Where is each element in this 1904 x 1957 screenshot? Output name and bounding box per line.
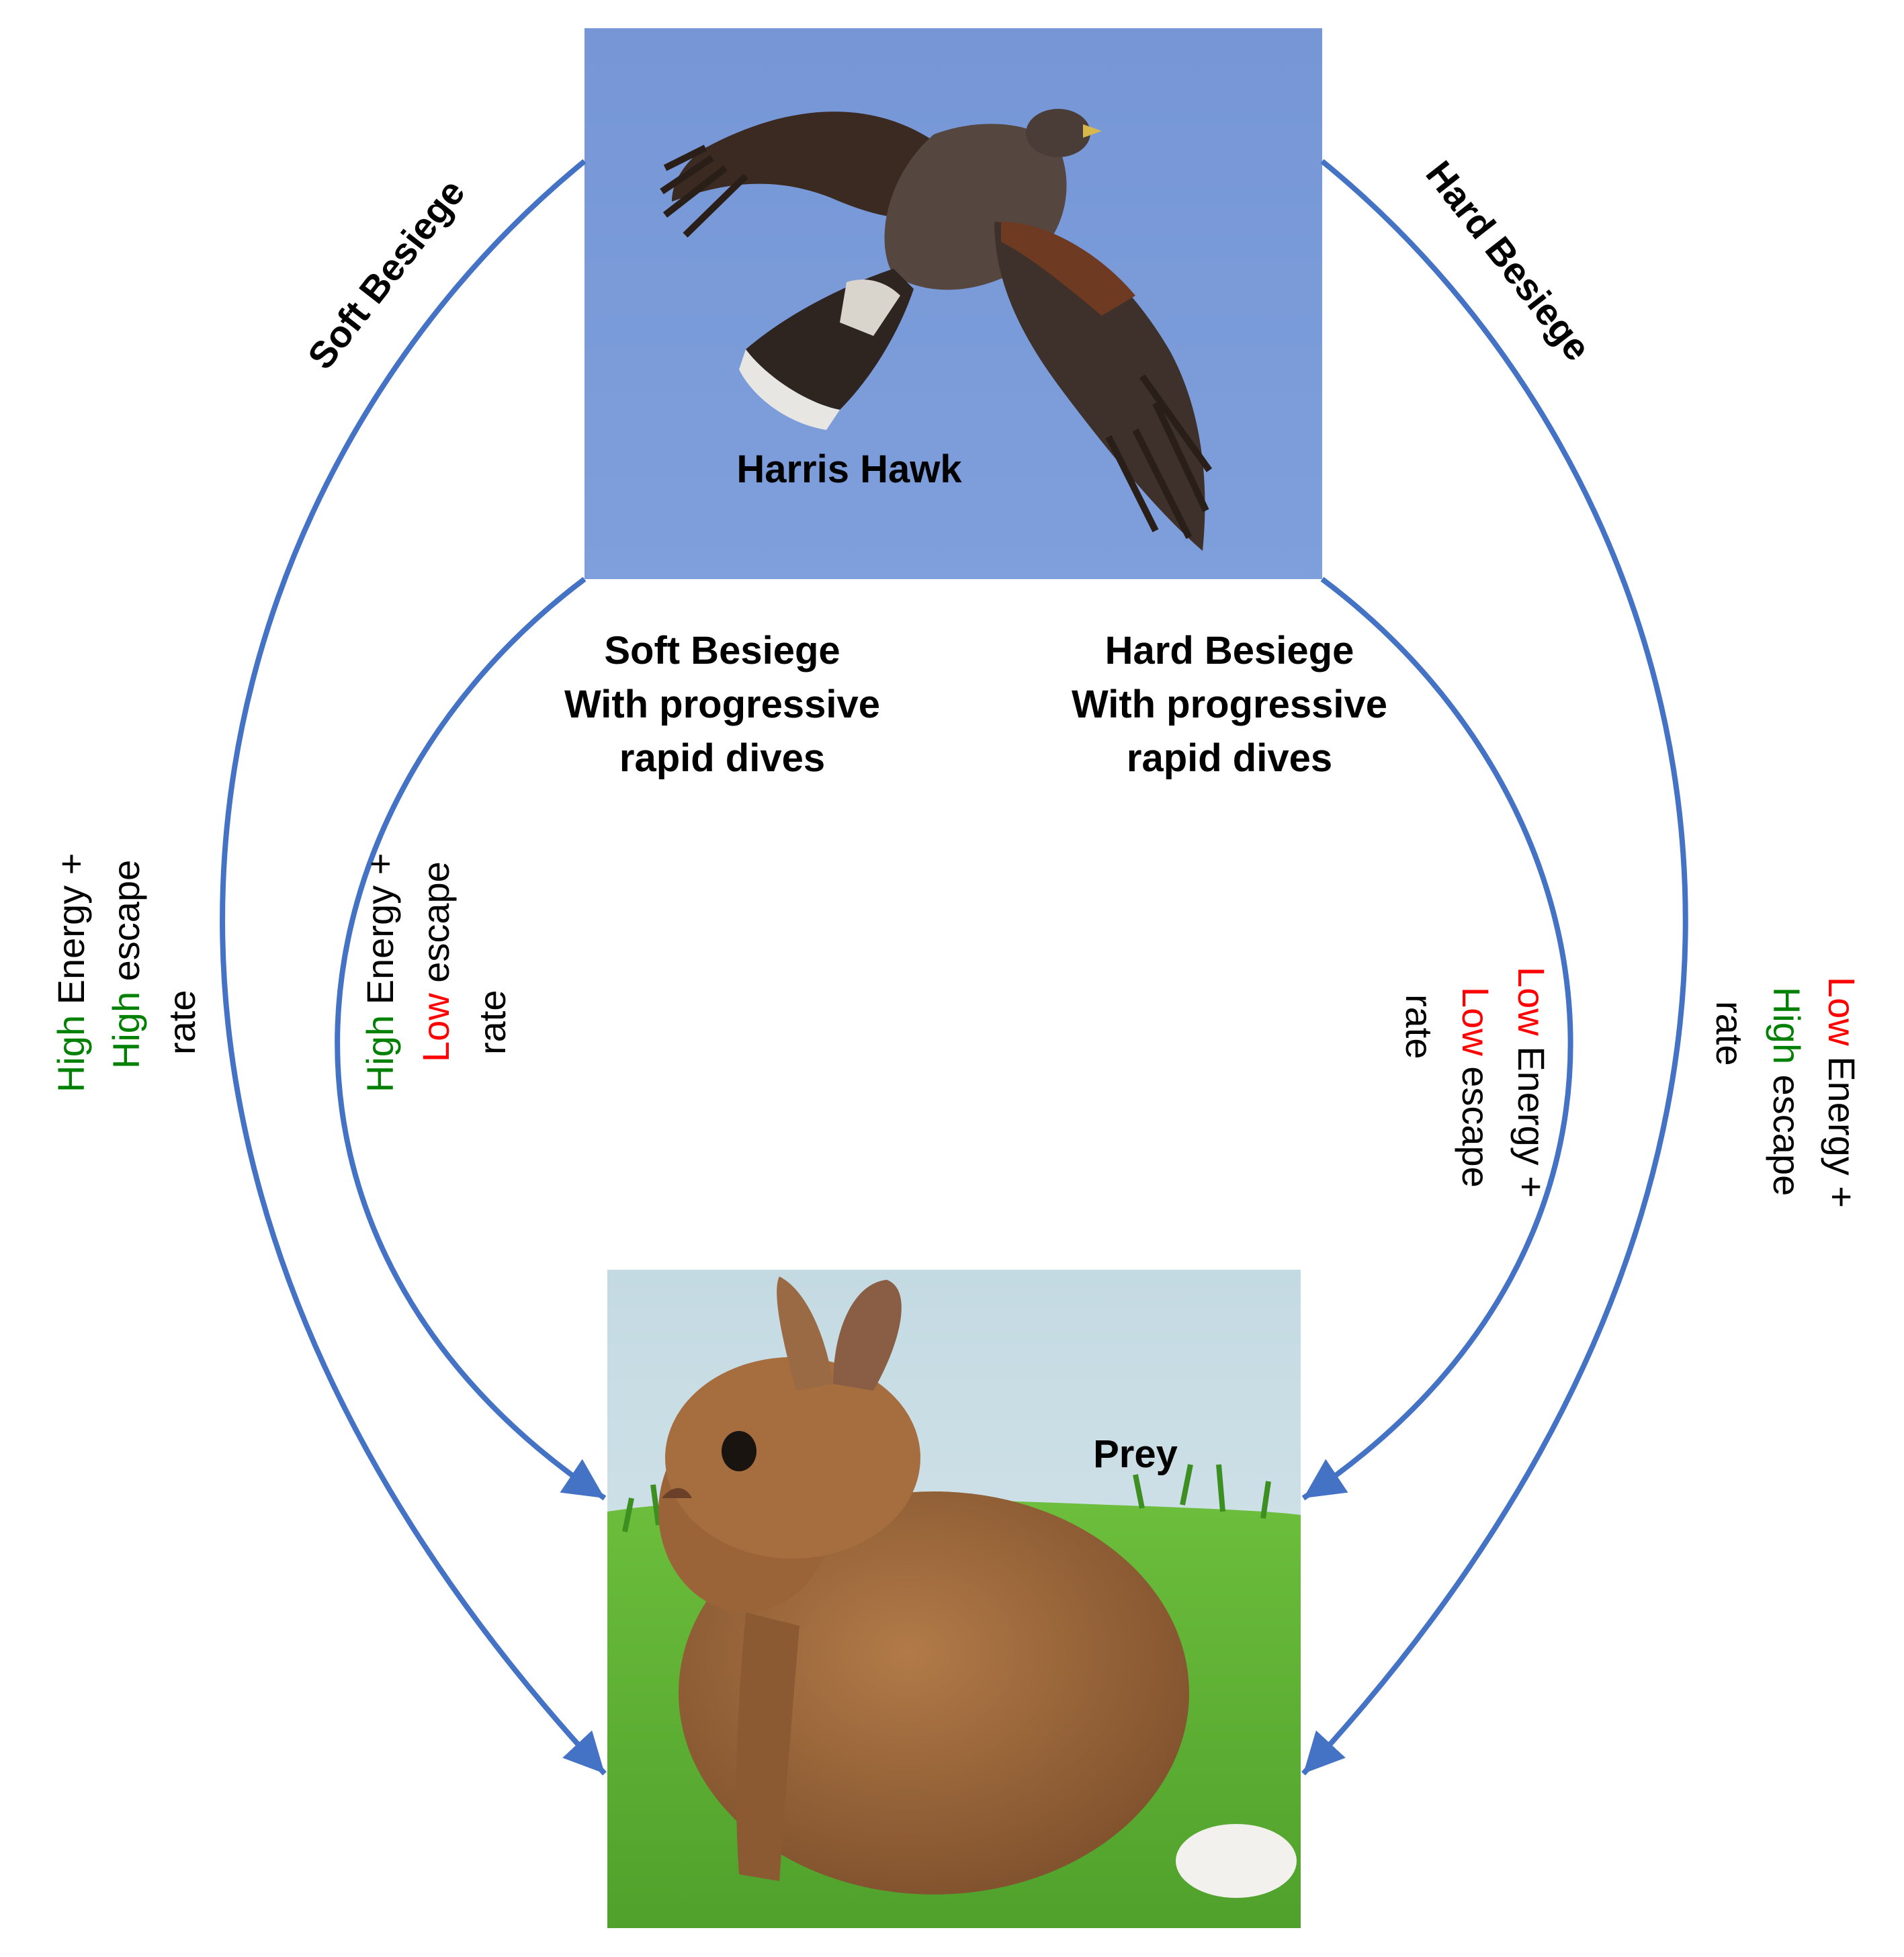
outer-right-line-3: rate	[1708, 1001, 1751, 1066]
outer-left-line-1: High Energy +	[50, 801, 92, 1166]
inner-left-line-1: High Energy +	[359, 801, 401, 1166]
hard-dives-line-1: Hard Besiege	[1105, 629, 1354, 672]
hard-besiege-dives-label: Hard Besiege With progressive rapid dive…	[1072, 629, 1387, 780]
inner-right-arrow	[1301, 576, 1573, 1501]
inner-right-outcome: Low Energy + Low escape rate	[1398, 894, 1553, 1250]
inner-left-line-2: Low escape	[415, 809, 457, 1135]
outer-left-line-2: High escape	[105, 808, 147, 1142]
hard-dives-line-3: rapid dives	[1127, 736, 1332, 780]
high-escape-term: High	[105, 992, 147, 1069]
outer-left-outcome: High Energy + High escape rate	[50, 801, 203, 1166]
inner-left-outcome: High Energy + Low escape rate	[359, 801, 513, 1166]
inner-right-line-1: Low Energy +	[1510, 894, 1553, 1250]
prey-label: Prey	[1093, 1432, 1178, 1476]
outer-left-arrow	[220, 159, 607, 1776]
outer-right-line-2: High escape	[1766, 914, 1808, 1248]
harris-hawk-image: Harris Hawk	[585, 28, 1322, 579]
outer-left-line-3: rate	[161, 990, 203, 1055]
inner-left-line-3: rate	[471, 990, 513, 1055]
outer-right-line-1: Low Energy +	[1821, 904, 1863, 1260]
arrows	[220, 159, 1688, 1776]
low-energy-term: Low	[1821, 977, 1863, 1046]
outer-right-outcome: Low Energy + High escape rate	[1708, 904, 1863, 1260]
prey-image: Prey	[607, 1270, 1301, 1928]
outer-right-arrow	[1301, 159, 1688, 1776]
inner-right-line-2: Low escape	[1455, 914, 1497, 1240]
high-energy-term: High	[359, 1015, 401, 1092]
high-escape-term: High	[1766, 987, 1808, 1064]
low-escape-term: Low	[1455, 987, 1497, 1056]
soft-besiege-label: Soft Besiege	[299, 171, 472, 377]
hard-dives-line-2: With progressive	[1072, 683, 1387, 726]
soft-besiege-dives-label: Soft Besiege With progressive rapid dive…	[564, 629, 880, 780]
inner-right-line-3: rate	[1398, 994, 1440, 1059]
soft-dives-line-2: With progressive	[564, 683, 880, 726]
hawk-label: Harris Hawk	[736, 447, 962, 491]
low-energy-term: Low	[1510, 967, 1553, 1036]
inner-left-arrow	[335, 576, 607, 1501]
hard-besiege-label: Hard Besiege	[1418, 153, 1599, 369]
high-energy-term: High	[50, 1015, 92, 1092]
low-escape-term: Low	[415, 993, 457, 1062]
soft-dives-line-1: Soft Besiege	[604, 629, 840, 672]
soft-dives-line-3: rapid dives	[619, 736, 825, 780]
